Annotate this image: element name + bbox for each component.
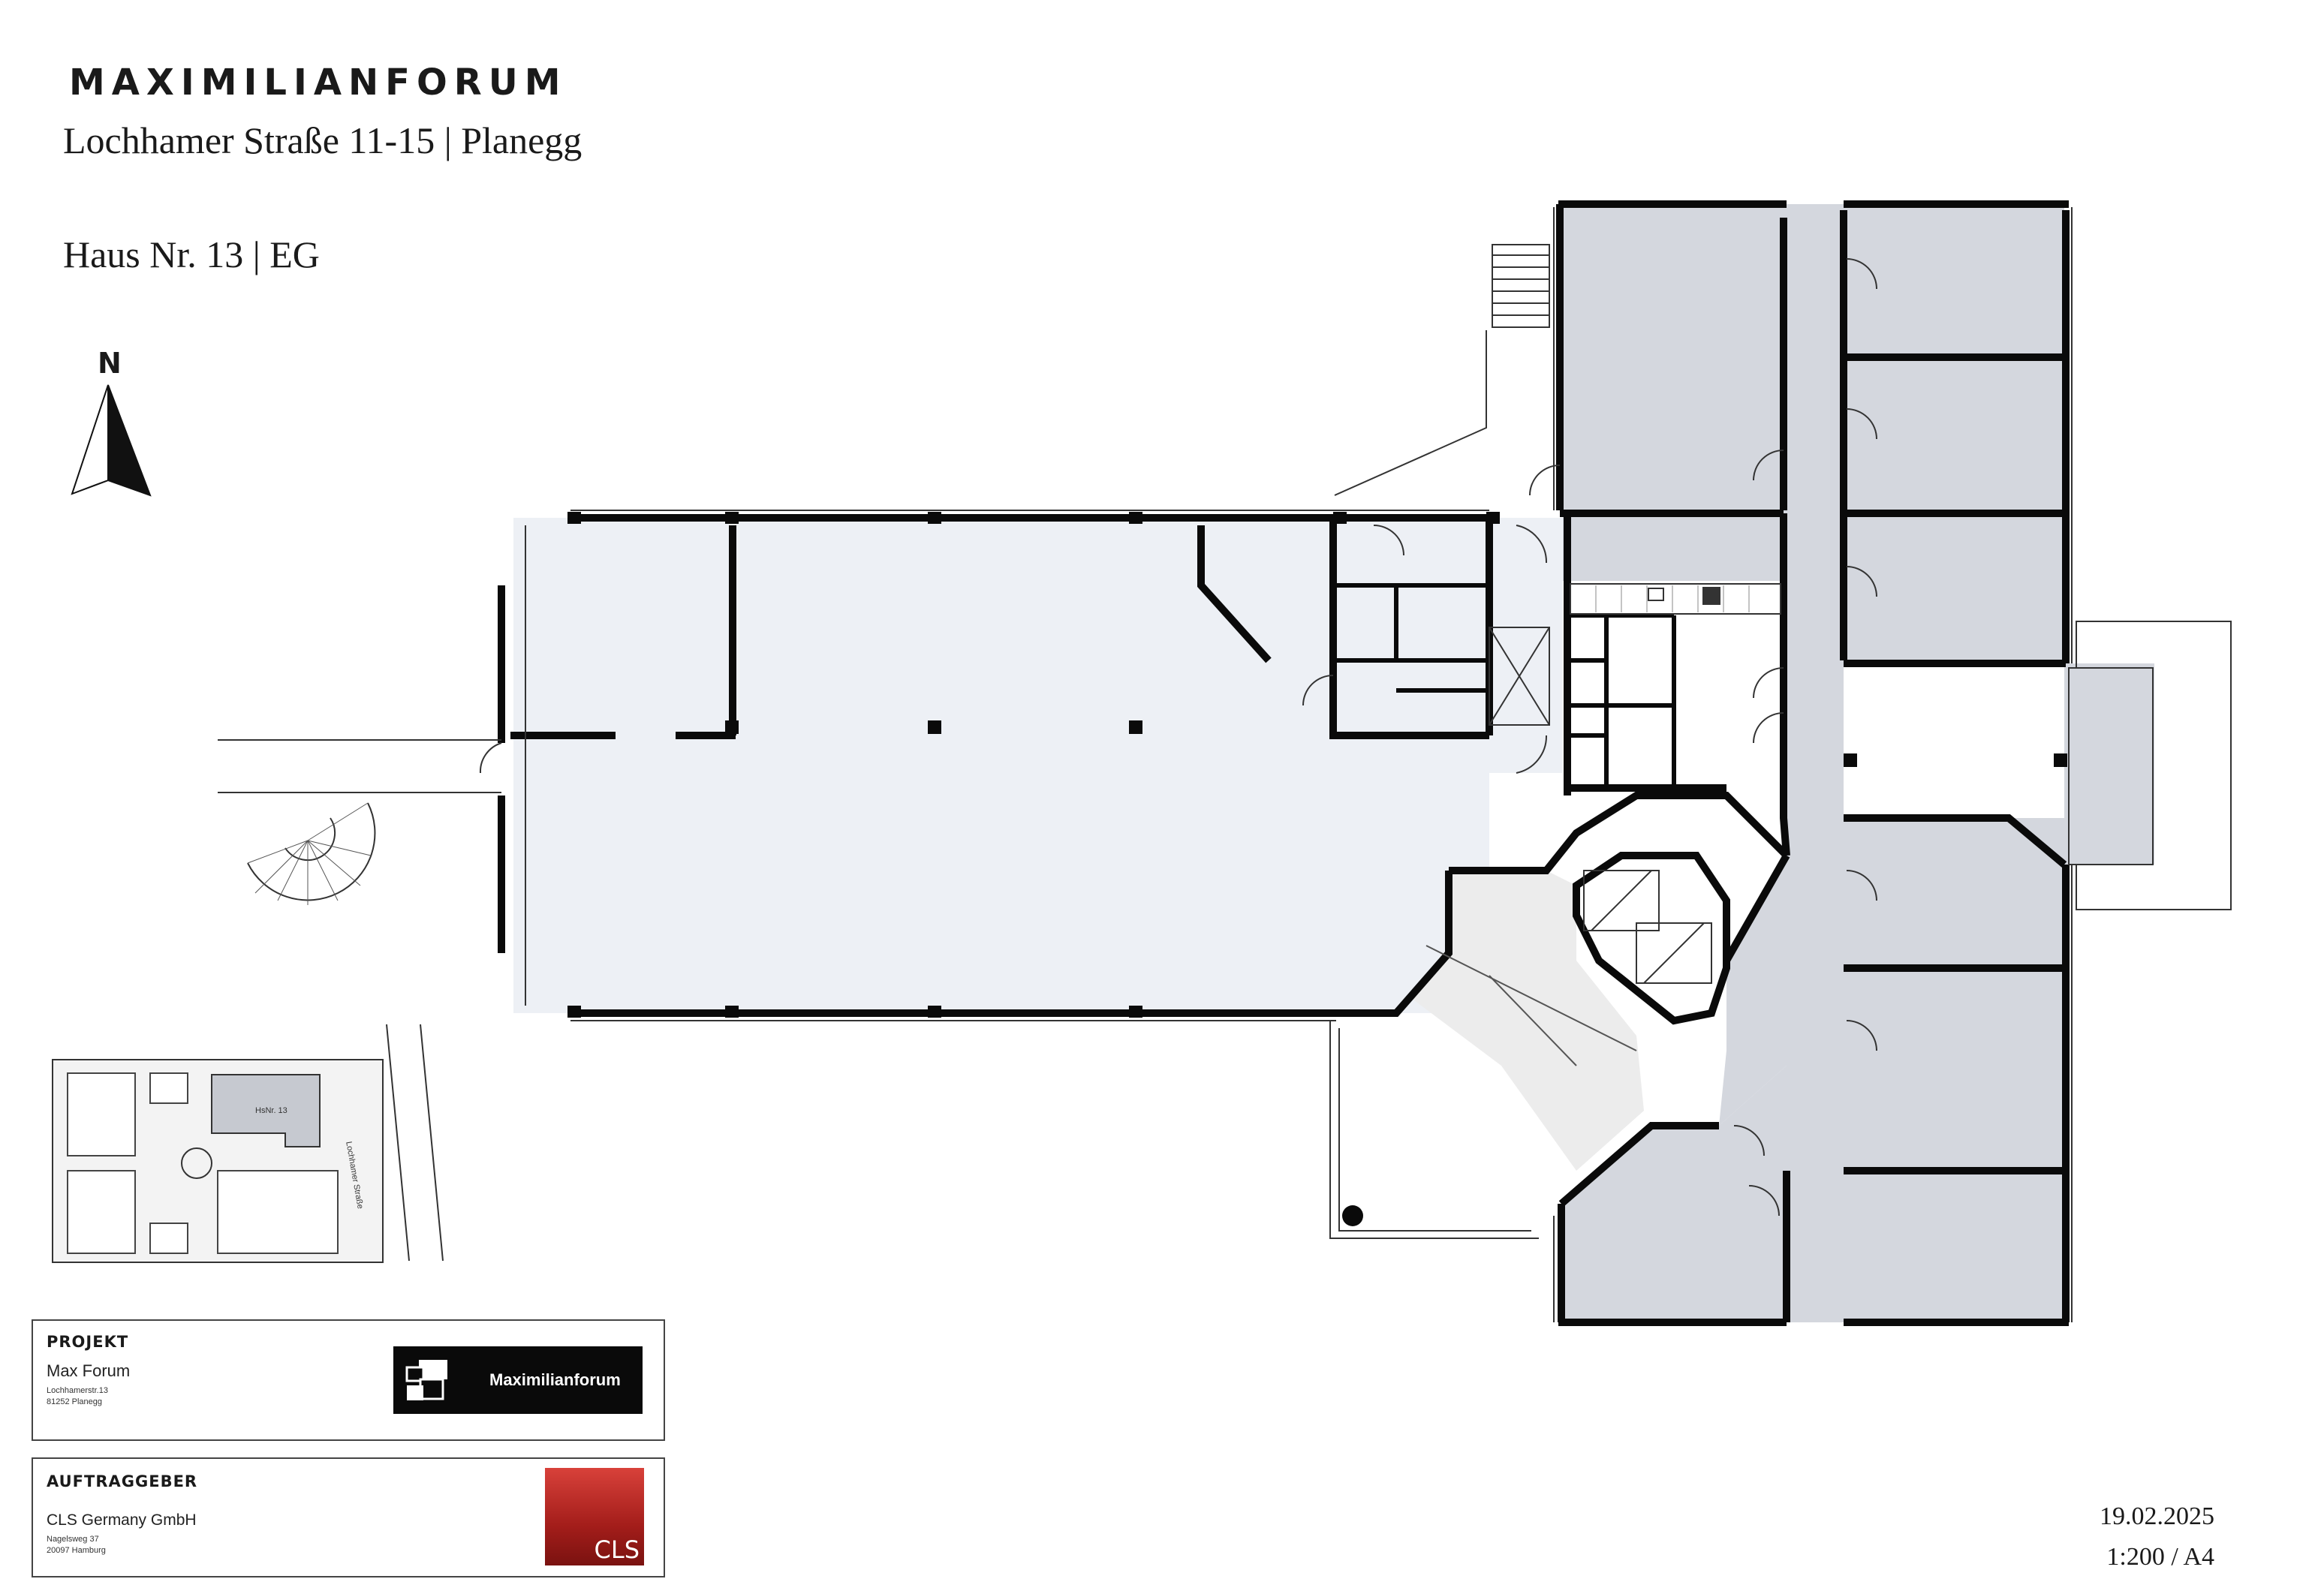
project-street: Lochhamerstr.13: [47, 1386, 108, 1395]
floor-title: Haus Nr. 13 | EG: [63, 233, 320, 275]
plan-scale: 1:200 / A4: [2106, 1543, 2214, 1571]
elevator-shaft: [1489, 627, 1550, 726]
north-arrow-icon: [71, 384, 152, 497]
cls-logo: CLS: [545, 1468, 644, 1565]
terrace: [1329, 244, 1550, 1239]
north-label: N: [98, 347, 122, 380]
maximilianforum-logo-icon: [405, 1360, 447, 1400]
client-box: AUFTRAGGEBER CLS Germany GmbH Nagelsweg …: [32, 1457, 665, 1577]
site-plan-house-13: [211, 1074, 321, 1147]
project-title: PROJEKT: [47, 1333, 129, 1351]
cls-logo-text: CLS: [594, 1535, 640, 1564]
client-city: 20097 Hamburg: [47, 1546, 106, 1555]
foyer-fill: [1411, 871, 1644, 1171]
plan-date: 19.02.2025: [2100, 1502, 2214, 1530]
project-box: PROJEKT Max Forum Lochhamerstr.13 81252 …: [32, 1319, 665, 1441]
stair-core: [1573, 852, 1790, 1025]
client-title: AUFTRAGGEBER: [47, 1472, 198, 1490]
address-subtitle: Lochhamer Straße 11-15 | Planegg: [63, 119, 583, 161]
north-wing-walls: [1556, 200, 2070, 856]
site-plan-house-label: HsNr. 13: [255, 1106, 287, 1115]
east-entrance: [2068, 621, 2232, 910]
kitchenette: [1570, 583, 1781, 615]
client-street: Nagelsweg 37: [47, 1535, 99, 1544]
site-plan-thumbnail: [52, 1024, 444, 1263]
maximilianforum-logo: Maximilianforum: [393, 1346, 643, 1414]
south-wing-walls: [1558, 814, 2070, 1326]
spiral-staircase: [218, 739, 501, 905]
stair-treads: [1583, 870, 1712, 984]
wc-block: [1333, 583, 1676, 788]
columns: [567, 512, 2067, 1018]
project-name: Max Forum: [47, 1361, 131, 1380]
maximilianforum-logo-text: Maximilianforum: [489, 1370, 621, 1389]
project-city: 81252 Planegg: [47, 1397, 103, 1406]
planter-circle: [1342, 1205, 1363, 1226]
event-hall-fill: [513, 518, 1563, 1013]
doors: [479, 258, 1877, 1217]
facade-lines: [525, 207, 2073, 1322]
rental-area-fill: [1563, 204, 2154, 1322]
brand-title: MAXIMILIANFORUM: [69, 62, 567, 104]
client-name: CLS Germany GmbH: [47, 1511, 197, 1529]
partitions: [1425, 945, 1637, 1066]
